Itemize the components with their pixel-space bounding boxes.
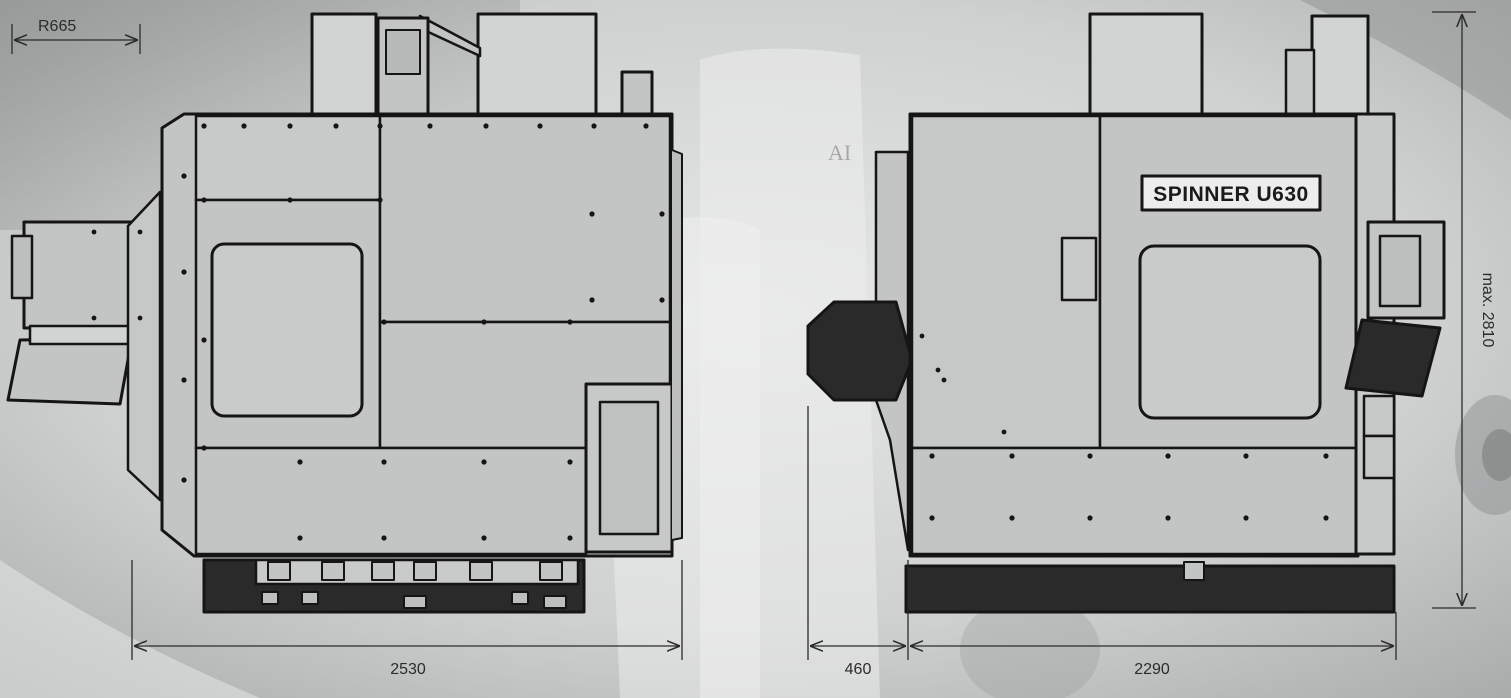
- front-view: [6, 12, 683, 614]
- height-dimension-label: max. 2810: [1479, 273, 1496, 348]
- background-letter-decoration: AI: [828, 140, 851, 165]
- side-window: [1138, 244, 1322, 420]
- brand-plate-text: SPINNER U630: [1153, 183, 1308, 206]
- conveyor-chute: [6, 336, 134, 406]
- front-top-unit: [620, 70, 654, 116]
- side-top-unit: [1310, 14, 1370, 118]
- front-width-dimension-label: 2530: [390, 661, 426, 678]
- dimension-lines: [11, 11, 1476, 660]
- side-base: [904, 564, 1396, 614]
- chip-conveyor-side: [806, 300, 914, 402]
- side-top-tower: [1088, 12, 1204, 116]
- front-window: [210, 242, 364, 418]
- conveyor-dimension-label: 460: [845, 661, 872, 678]
- side-hatch: [1060, 236, 1098, 302]
- side-depth-dimension-label: 2290: [1134, 661, 1170, 678]
- front-top-tower-right: [476, 12, 598, 116]
- front-top-tower-left: [310, 12, 378, 116]
- side-view: SPINNER U630: [806, 12, 1446, 614]
- radius-dimension-label: R665: [38, 18, 76, 35]
- control-keyboard: [1344, 318, 1442, 398]
- brand-plate: [1140, 174, 1322, 212]
